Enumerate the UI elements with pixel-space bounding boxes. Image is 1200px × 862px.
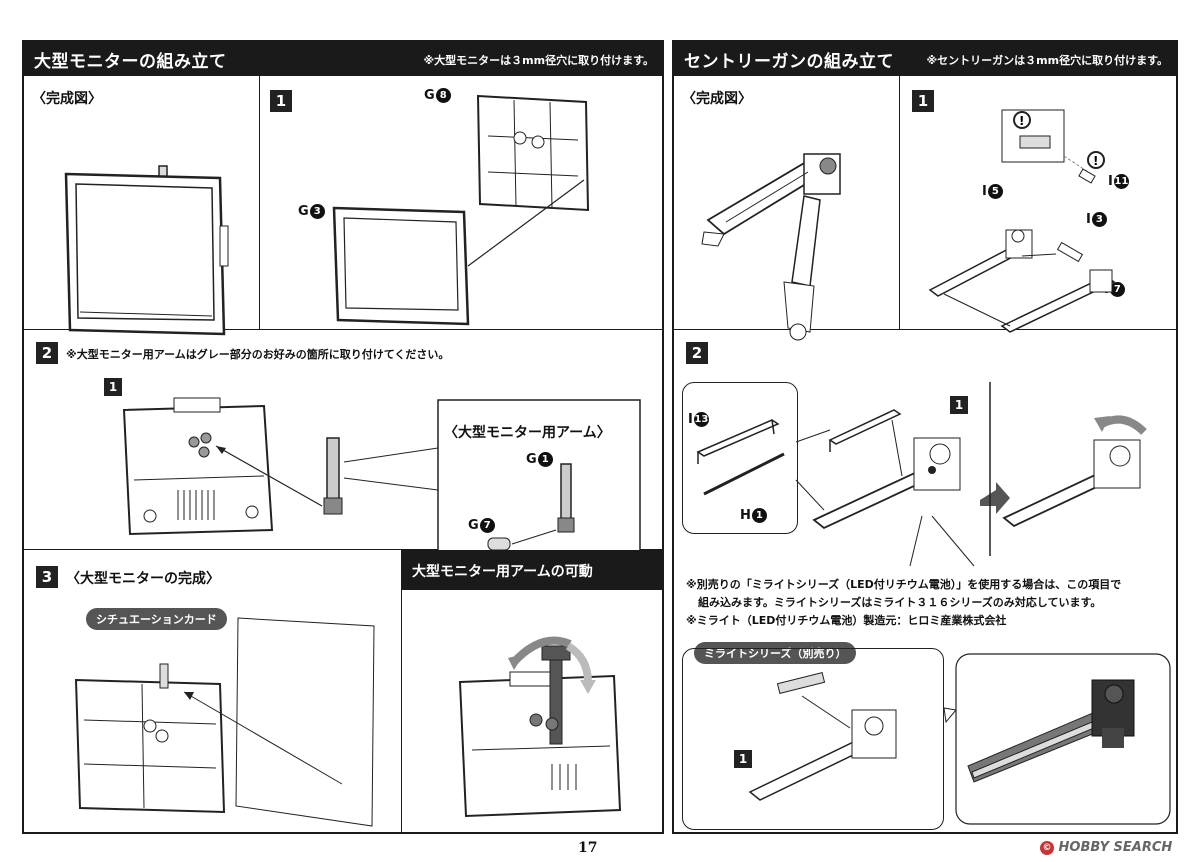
mirai-series-label: ミライトシリーズ（別売り）: [694, 642, 857, 664]
monitor-card-drawing: [74, 617, 375, 827]
left-complete-label: 〈完成図〉: [32, 91, 102, 107]
right-header: セントリーガンの組み立て ※セントリーガンは３mm径穴に取り付けます。: [674, 42, 1176, 76]
movable-title: 大型モニター用アームの可動: [412, 564, 593, 580]
right-step2-sub-badge: 1: [950, 396, 968, 414]
left-step2-cell: 2 ※大型モニター用アームはグレー部分のお好みの箇所に取り付けてください。 1: [24, 330, 664, 569]
step2-sub-badge: 1: [104, 378, 122, 396]
mirai-drawing: [748, 653, 1171, 825]
step-1-badge: 1: [270, 90, 292, 112]
page-number: 17: [578, 840, 598, 856]
right-step-1-badge: 1: [912, 90, 934, 112]
svg-text:!: !: [1019, 114, 1024, 128]
right-final-sub-badge: 1: [734, 750, 752, 768]
monitor-movable-drawing: [458, 636, 622, 818]
left-header: 大型モニターの組み立て ※大型モニターは３mm径穴に取り付けます。: [24, 42, 662, 76]
right-complete-cell: 〈完成図〉: [674, 76, 900, 341]
sentry-step2-drawing: [696, 382, 1147, 567]
right-complete-label: 〈完成図〉: [682, 91, 752, 107]
watermark: © HOBBY SEARCH: [1040, 840, 1172, 855]
watermark-logo-icon: ©: [1040, 840, 1054, 855]
svg-text:!: !: [1093, 154, 1098, 168]
right-header-title: セントリーガンの組み立て: [684, 52, 894, 72]
monitor-step1-drawing: [332, 94, 590, 326]
step-3-badge: 3: [36, 566, 58, 588]
watermark-text: HOBBY SEARCH: [1058, 840, 1173, 855]
right-panel: セントリーガンの組み立て ※セントリーガンは３mm径穴に取り付けます。 〈完成図…: [672, 40, 1178, 834]
left-panel: 大型モニターの組み立て ※大型モニターは３mm径穴に取り付けます。 〈完成図〉 …: [22, 40, 664, 834]
sentry-complete-drawing: [701, 153, 841, 341]
monitor-complete-drawing: [64, 165, 229, 336]
left-header-title: 大型モニターの組み立て: [34, 52, 227, 72]
left-movable-cell: 大型モニター用アームの可動: [402, 550, 664, 834]
situation-card-label: シチュエーションカード: [86, 608, 227, 630]
arm-title: 〈大型モニター用アーム〉: [444, 425, 611, 441]
sentry-step1-drawing: ! !: [928, 109, 1116, 333]
step3-title: 〈大型モニターの完成〉: [66, 571, 220, 587]
left-complete-cell: 〈完成図〉: [24, 76, 260, 336]
sub-parts-box: [682, 382, 798, 534]
mirai-note-line-2: 組み込みます。ミライトシリーズはミライト３１６シリーズのみ対応しています。: [698, 596, 1102, 609]
step2-note: ※大型モニター用アームはグレー部分のお好みの箇所に取り付けてください。: [66, 348, 450, 361]
right-step-2-badge: 2: [686, 342, 708, 364]
mirai-note-line-3: ※ミライト（LED付リチウム電池）製造元：ヒロミ産業株式会社: [686, 614, 1007, 627]
left-step3-cell: 3 〈大型モニターの完成〉 シチュエーションカード: [24, 550, 402, 834]
right-header-note: ※セントリーガンは３mm径穴に取り付けます。: [926, 54, 1168, 67]
movable-header: 大型モニター用アームの可動: [402, 550, 664, 590]
left-header-note: ※大型モニターは３mm径穴に取り付けます。: [423, 54, 654, 67]
mirai-box: [682, 648, 944, 830]
step-2-badge: 2: [36, 342, 58, 364]
right-step1-cell: 1 I11 I5 I3 I7 ! !: [900, 76, 1178, 333]
mirai-notes: ※別売りの「ミライトシリーズ（LED付リチウム電池）」を使用する場合は、この項目…: [686, 576, 1121, 630]
mirai-note-line-1: ※別売りの「ミライトシリーズ（LED付リチウム電池）」を使用する場合は、この項目…: [686, 578, 1122, 591]
